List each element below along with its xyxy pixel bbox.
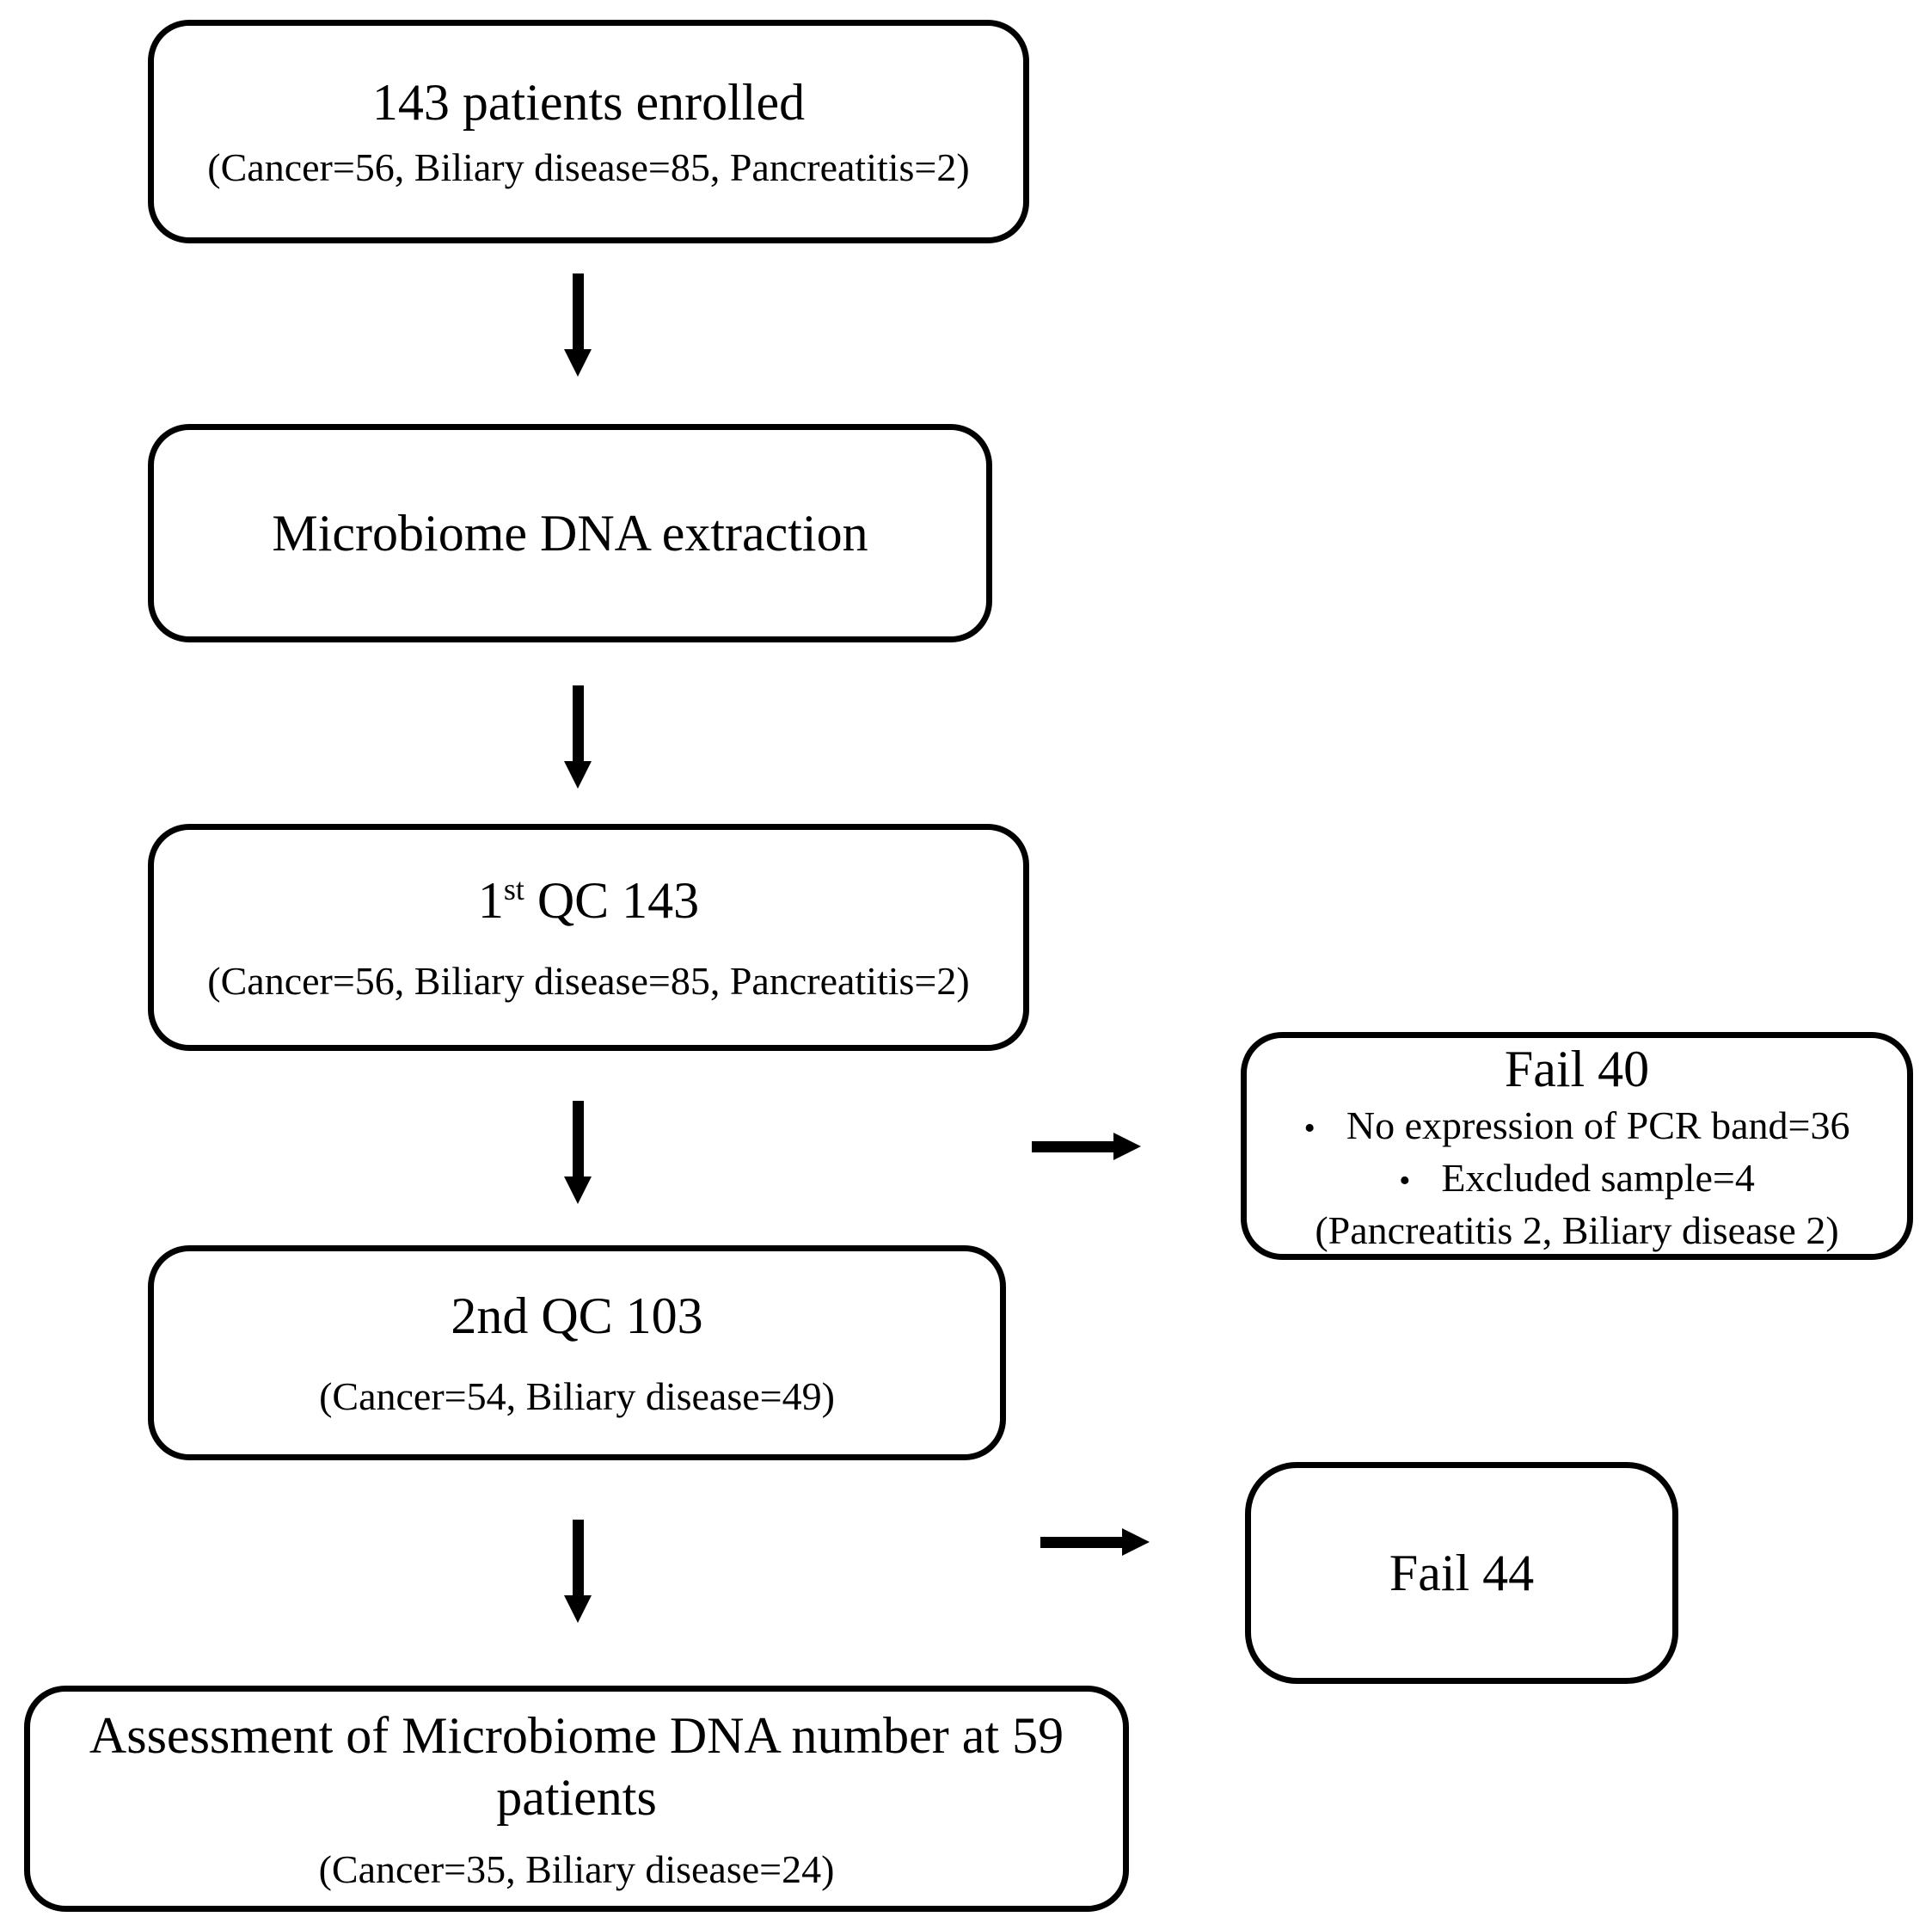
node-title: 2nd QC 103 <box>451 1287 703 1344</box>
arrow-stem <box>1040 1536 1122 1548</box>
node-title-line2: patients <box>496 1768 657 1826</box>
node-subtitle: (Cancer=56, Biliary disease=85, Pancreat… <box>207 959 970 1003</box>
node-assessment: Assessment of Microbiome DNA number at 5… <box>24 1686 1129 1912</box>
node-subtitle: (Cancer=56, Biliary disease=85, Pancreat… <box>207 145 970 189</box>
bullet-icon: • <box>1303 1109 1316 1146</box>
node-title: 1st QC 143 <box>477 872 700 929</box>
down-arrow-extraction-to-qc1 <box>564 685 592 789</box>
bullet-text: No expression of PCR band=36 <box>1346 1103 1850 1147</box>
fail40-bullet-item: • No expression of PCR band=36 <box>1304 1102 1850 1152</box>
node-subtitle: (Cancer=35, Biliary disease=24) <box>318 1846 835 1891</box>
arrow-stem <box>572 685 584 761</box>
arrow-stem <box>572 273 584 349</box>
node-subtitle: (Cancer=54, Biliary disease=49) <box>319 1374 835 1418</box>
down-arrow-qc1-to-qc2 <box>564 1101 592 1204</box>
node-dna-extraction: Microbiome DNA extraction <box>148 424 992 642</box>
bullet-text: Excluded sample=4 <box>1441 1155 1755 1200</box>
right-arrow-to-fail44 <box>1040 1528 1150 1556</box>
down-arrow-enrolled-to-extraction <box>564 273 592 377</box>
fail40-bullet-item: • Excluded sample=4 <box>1399 1154 1755 1205</box>
ordinal-superscript: st <box>503 872 524 906</box>
arrowhead-right-icon <box>1113 1133 1141 1160</box>
arrow-stem <box>1032 1140 1113 1152</box>
node-fail-44: Fail 44 <box>1245 1462 1678 1684</box>
node-fail-40: Fail 40 • No expression of PCR band=36 •… <box>1241 1032 1913 1260</box>
arrow-stem <box>572 1520 584 1595</box>
arrow-stem <box>572 1101 584 1176</box>
node-note: (Pancreatitis 2, Biliary disease 2) <box>1315 1207 1839 1252</box>
arrowhead-right-icon <box>1122 1528 1150 1556</box>
right-arrow-to-fail40 <box>1032 1133 1141 1160</box>
node-patients-enrolled: 143 patients enrolled (Cancer=56, Biliar… <box>148 20 1029 243</box>
bullet-icon: • <box>1399 1162 1411 1199</box>
down-arrow-qc2-to-assessment <box>564 1520 592 1623</box>
arrowhead-down-icon <box>564 1176 592 1204</box>
node-title: Microbiome DNA extraction <box>272 505 868 562</box>
node-title: 143 patients enrolled <box>371 74 806 131</box>
arrowhead-down-icon <box>564 349 592 377</box>
node-title: Fail 40 <box>1504 1040 1650 1097</box>
node-first-qc: 1st QC 143 (Cancer=56, Biliary disease=8… <box>148 824 1029 1051</box>
node-title: Fail 44 <box>1389 1545 1535 1601</box>
node-second-qc: 2nd QC 103 (Cancer=54, Biliary disease=4… <box>148 1245 1006 1460</box>
node-title-line1: Assessment of Microbiome DNA number at 5… <box>89 1706 1064 1764</box>
arrowhead-down-icon <box>564 761 592 789</box>
arrowhead-down-icon <box>564 1595 592 1623</box>
